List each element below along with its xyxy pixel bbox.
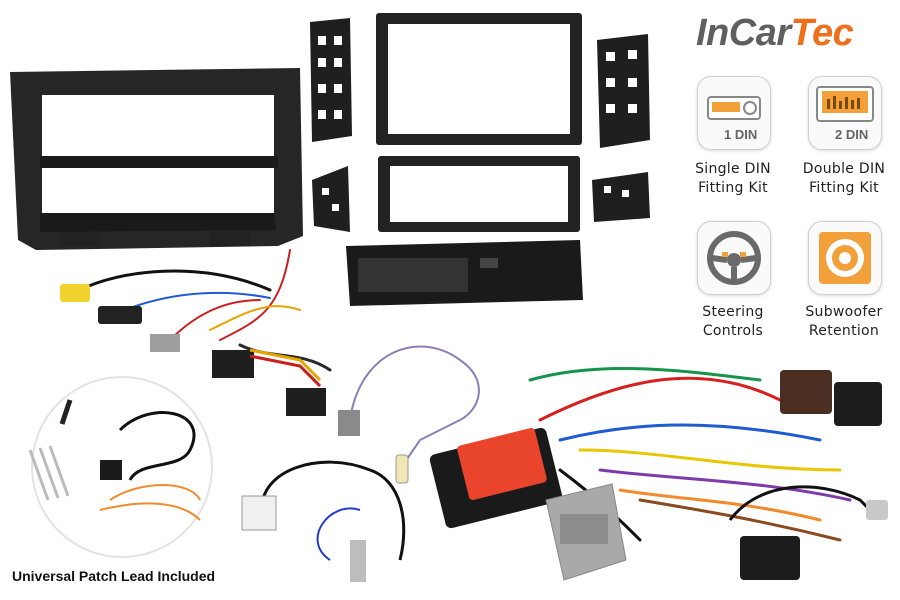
badge-1din: 1 DIN xyxy=(724,127,758,142)
side-bracket-right-mid xyxy=(592,172,650,222)
steering-harness-wires xyxy=(528,366,852,542)
radio-1din-icon xyxy=(707,96,761,120)
brand-logo-part2: Tec xyxy=(790,12,854,54)
double-din-fascia xyxy=(10,68,303,250)
feature-label-single-din: Single DIN Fitting Kit xyxy=(678,160,788,198)
rca-yellow-plug xyxy=(60,284,90,302)
patch-lead-caption: Universal Patch Lead Included xyxy=(12,568,216,584)
purple-lead xyxy=(349,345,480,463)
side-bracket-left-top xyxy=(310,18,352,142)
antenna-plug-white xyxy=(241,495,277,531)
feature-label-line1: Double DIN xyxy=(802,161,886,177)
brand-logo-part1: InCar xyxy=(696,12,791,54)
aux-harness xyxy=(78,249,332,372)
feature-card-single-din: 1 DIN xyxy=(697,76,771,150)
vehicle-harness-plug xyxy=(545,483,627,581)
badge-2din: 2 DIN xyxy=(835,127,869,142)
radio-2din-icon xyxy=(816,86,874,122)
feature-label-subwoofer: Subwoofer Retention xyxy=(789,303,899,341)
rca-plug-silver xyxy=(866,500,888,520)
feature-label-line1: Steering xyxy=(702,304,764,320)
black-connector-b xyxy=(286,388,326,416)
feature-card-double-din: 2 DIN xyxy=(808,76,882,150)
storage-pocket xyxy=(346,240,583,306)
speaker-icon xyxy=(819,232,871,284)
antenna-plug-metal xyxy=(350,540,366,582)
antenna-adapter xyxy=(260,460,406,561)
black-connector-a xyxy=(212,350,254,378)
side-bracket-right-top xyxy=(597,34,650,148)
grey-plug-small xyxy=(338,410,360,436)
feature-label-line1: Single DIN xyxy=(695,161,771,177)
feature-card-steering xyxy=(697,221,771,295)
double-din-cage xyxy=(376,13,582,145)
patch-lead-inset xyxy=(28,376,213,558)
brand-logo: InCarTec xyxy=(696,8,854,58)
feature-label-line1: Subwoofer xyxy=(805,304,883,320)
inline-module xyxy=(98,306,142,324)
feature-label-double-din: Double DIN Fitting Kit xyxy=(789,160,899,198)
feature-card-subwoofer xyxy=(808,221,882,295)
spade-connector xyxy=(395,454,409,484)
subwoofer-rca-lead xyxy=(728,485,874,521)
black-iso-plug xyxy=(740,536,800,580)
single-din-cage xyxy=(378,156,580,232)
feature-label-line2: Retention xyxy=(808,323,880,339)
iso-connectors xyxy=(780,370,882,426)
steering-control-module xyxy=(429,427,563,529)
feature-label-steering: Steering Controls xyxy=(678,303,788,341)
grey-plug xyxy=(150,334,180,352)
side-bracket-left-mid xyxy=(312,166,350,232)
steering-wheel-icon xyxy=(707,231,761,285)
feature-label-line2: Fitting Kit xyxy=(698,180,768,196)
feature-label-line2: Controls xyxy=(702,323,764,339)
feature-label-line2: Fitting Kit xyxy=(809,180,879,196)
